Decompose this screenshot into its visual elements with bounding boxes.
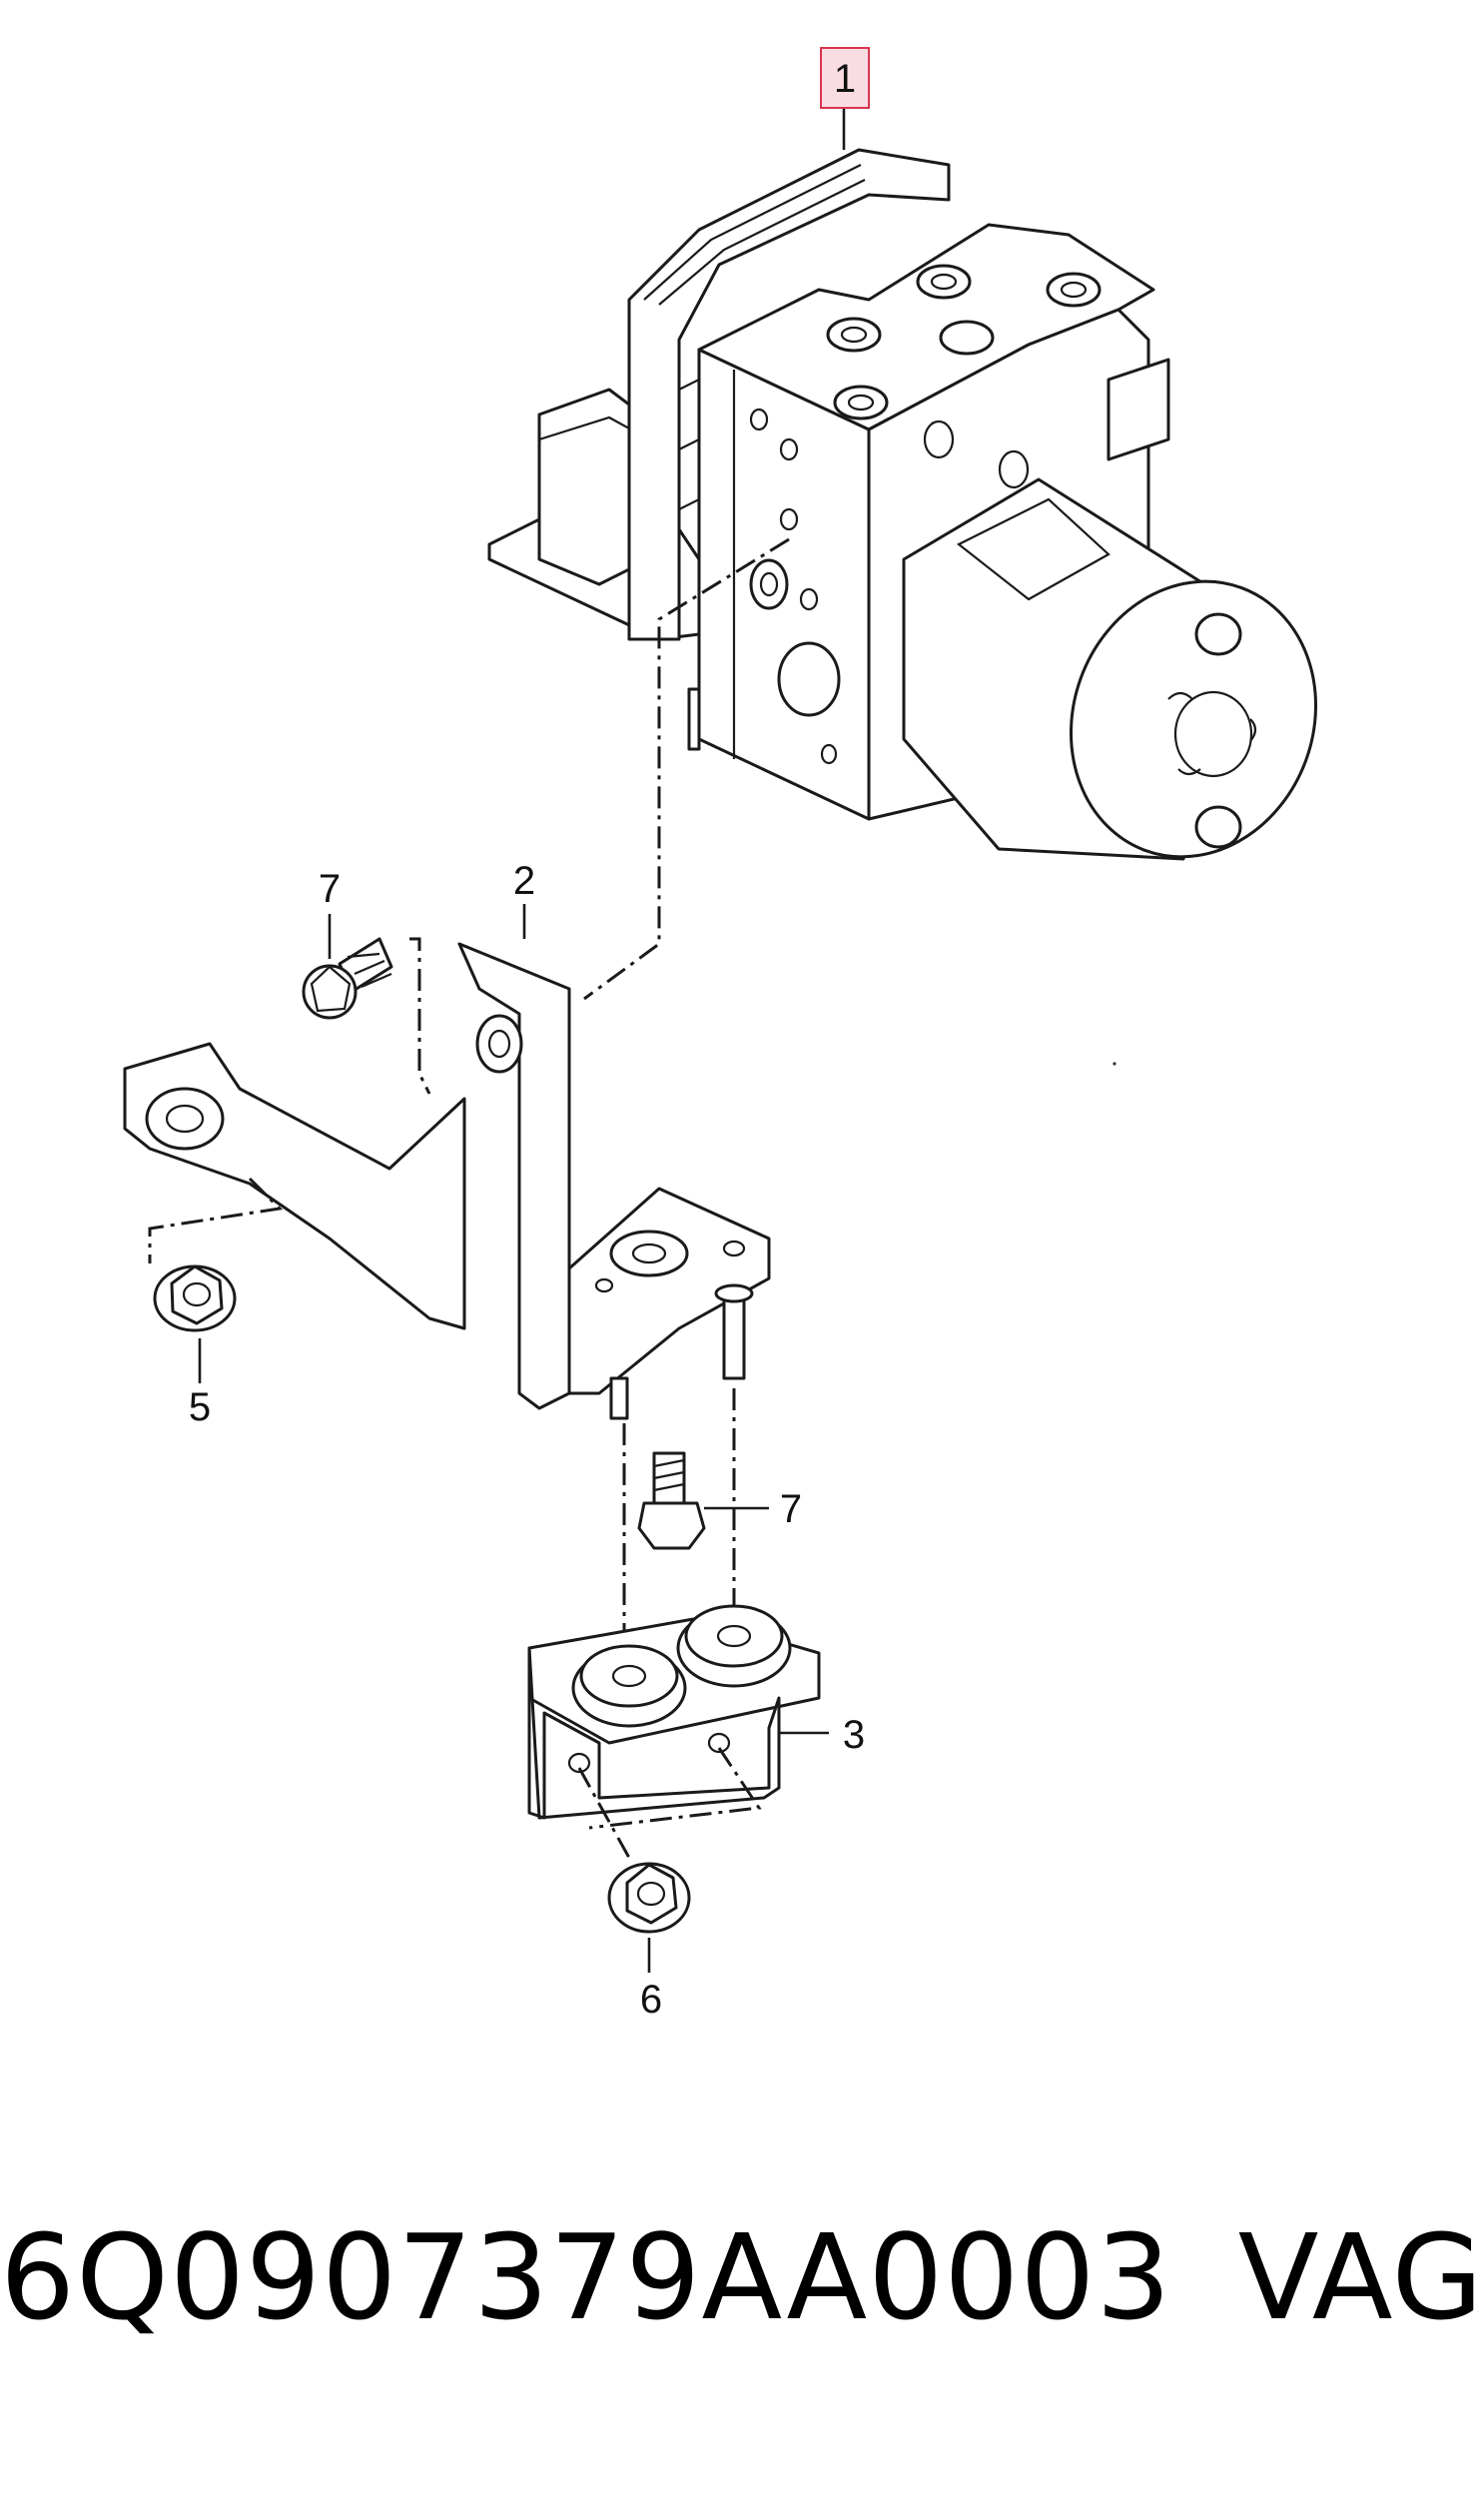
callout-1[interactable]: 1 xyxy=(820,47,870,109)
callout-1-label: 1 xyxy=(834,57,856,101)
flange-nut-5[interactable] xyxy=(153,1264,237,1332)
callout-1-highlight xyxy=(820,47,870,109)
part-caption: 6Q0907379AA0003 VAG xyxy=(0,2182,1484,2372)
brand-name: VAG xyxy=(1237,2208,1484,2346)
callout-7a-label: 7 xyxy=(319,867,341,911)
speck xyxy=(1113,1062,1116,1066)
assembly-line-2-5 xyxy=(148,1177,284,1263)
callout-3-label: 3 xyxy=(843,1713,865,1757)
bolt-middle[interactable] xyxy=(637,1451,706,1550)
callout-7b-label: 7 xyxy=(780,1487,802,1531)
assembly-line-1-2 xyxy=(583,537,790,1001)
flange-nut-6[interactable] xyxy=(607,1862,691,1934)
callout-5-label: 5 xyxy=(189,1385,211,1429)
assembly-line-7-2 xyxy=(409,937,431,1095)
abs-hydraulic-unit[interactable] xyxy=(487,148,1354,892)
bolt-top[interactable] xyxy=(302,937,393,1020)
mounting-bracket[interactable] xyxy=(123,942,771,1420)
rubber-mount-bracket[interactable] xyxy=(527,1604,821,1820)
callout-2-label: 2 xyxy=(513,859,535,903)
callout-6-label: 6 xyxy=(640,1978,662,2022)
part-number: 6Q0907379AA0003 xyxy=(0,2208,1172,2346)
assembly-line-3-6 xyxy=(577,1747,762,1859)
